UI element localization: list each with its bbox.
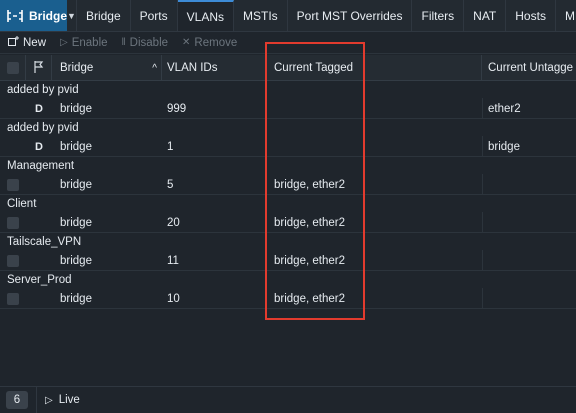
tab-hosts[interactable]: Hosts [506, 0, 556, 31]
cell-vlan-ids: 20 [167, 216, 180, 229]
new-button[interactable]: New [8, 36, 46, 49]
column-label-vlan-ids: VLAN IDs [167, 62, 218, 74]
toolbar: New ▷ Enable ‖ Disable ✕ Remove [0, 32, 576, 54]
table-row[interactable]: D bridge 999 ether2 [0, 98, 576, 119]
cell-bridge: bridge [60, 140, 92, 153]
row-checkbox[interactable] [7, 178, 19, 191]
cell-bridge: bridge [60, 216, 92, 229]
table-body: added by pvid D bridge 999 ether2 added … [0, 81, 576, 309]
table-row[interactable]: D bridge 1 bridge [0, 136, 576, 157]
bridge-icon [6, 9, 24, 23]
cell-vlan-ids: 10 [167, 292, 180, 305]
row-checkbox[interactable] [7, 216, 19, 229]
column-header-current-tagged[interactable]: Current Tagged [266, 55, 482, 81]
dynamic-flag: D [35, 140, 43, 153]
cell-bridge: bridge [60, 178, 92, 191]
group-label: added by pvid [7, 121, 79, 134]
play-icon: ▷ [60, 37, 68, 48]
column-header-bridge[interactable]: Bridge ^ [52, 55, 162, 81]
table-header: Bridge ^ VLAN IDs Current Tagged Current… [0, 55, 576, 81]
row-count-badge: 6 [6, 391, 28, 409]
cell-current-tagged: bridge, ether2 [274, 292, 345, 305]
close-icon: ✕ [182, 37, 191, 48]
flag-icon [33, 60, 44, 76]
group-label: Management [7, 159, 75, 172]
group-label: added by pvid [7, 83, 79, 96]
remove-button[interactable]: ✕ Remove [182, 37, 237, 49]
tab-bar: Bridge ▼ Bridge Ports VLANs MSTIs Port M… [0, 0, 576, 32]
group-label: Client [7, 197, 37, 210]
enable-button[interactable]: ▷ Enable [60, 37, 108, 49]
new-icon [8, 36, 19, 49]
group-label: Tailscale_VPN [7, 235, 82, 248]
cell-bridge: bridge [60, 102, 92, 115]
column-header-vlan-ids[interactable]: VLAN IDs [162, 55, 266, 81]
disable-label: Disable [129, 36, 169, 49]
tab-bridge[interactable]: Bridge [77, 0, 131, 31]
pause-icon: ‖ [121, 37, 126, 48]
live-label: Live [58, 394, 80, 406]
tab-filters[interactable]: Filters [412, 0, 465, 31]
status-bar: 6 ▷ Live [0, 386, 576, 413]
group-label: Server_Prod [7, 273, 72, 286]
table-row[interactable]: bridge 20 bridge, ether2 [0, 212, 576, 233]
remove-label: Remove [194, 36, 238, 49]
app-title: Bridge [29, 8, 68, 23]
enable-label: Enable [71, 36, 108, 49]
tab-mstis[interactable]: MSTIs [234, 0, 288, 31]
row-checkbox[interactable] [7, 292, 19, 305]
play-icon: ▷ [45, 394, 53, 406]
cell-current-untagged: ether2 [488, 102, 521, 115]
column-label-current-tagged: Current Tagged [274, 62, 354, 74]
cell-current-tagged: bridge, ether2 [274, 178, 345, 191]
cell-current-untagged: bridge [488, 140, 520, 153]
cell-current-tagged: bridge, ether2 [274, 216, 345, 229]
column-label-bridge: Bridge [60, 62, 94, 74]
chevron-down-icon[interactable]: ▼ [67, 0, 77, 31]
tab-vlans[interactable]: VLANs [177, 0, 234, 31]
disable-button[interactable]: ‖ Disable [122, 37, 169, 49]
flag-column-header[interactable] [26, 55, 52, 81]
cell-bridge: bridge [60, 292, 92, 305]
tab-port-mst-overrides[interactable]: Port MST Overrides [288, 0, 413, 31]
table-row[interactable]: bridge 10 bridge, ether2 [0, 288, 576, 309]
tab-mdb[interactable]: MDB [556, 0, 576, 31]
tab-ports[interactable]: Ports [131, 0, 178, 31]
column-label-current-untagged: Current Untagge [488, 62, 574, 74]
dynamic-flag: D [35, 102, 43, 115]
select-all-checkbox[interactable] [0, 55, 26, 81]
cell-vlan-ids: 11 [167, 254, 179, 267]
cell-bridge: bridge [60, 254, 92, 267]
row-checkbox[interactable] [7, 254, 19, 267]
cell-vlan-ids: 999 [167, 102, 187, 115]
table-row[interactable]: bridge 11 bridge, ether2 [0, 250, 576, 271]
app-menu-bridge[interactable]: Bridge [0, 0, 68, 31]
column-header-current-untagged[interactable]: Current Untagge [482, 55, 576, 81]
cell-vlan-ids: 5 [167, 178, 174, 191]
cell-vlan-ids: 1 [167, 140, 174, 153]
sort-asc-icon: ^ [152, 62, 157, 74]
checkbox-icon [6, 62, 19, 74]
live-toggle[interactable]: ▷ Live [36, 386, 80, 413]
new-label: New [23, 36, 47, 49]
cell-current-tagged: bridge, ether2 [274, 254, 345, 267]
tab-nat[interactable]: NAT [464, 0, 507, 31]
table-row[interactable]: bridge 5 bridge, ether2 [0, 174, 576, 195]
